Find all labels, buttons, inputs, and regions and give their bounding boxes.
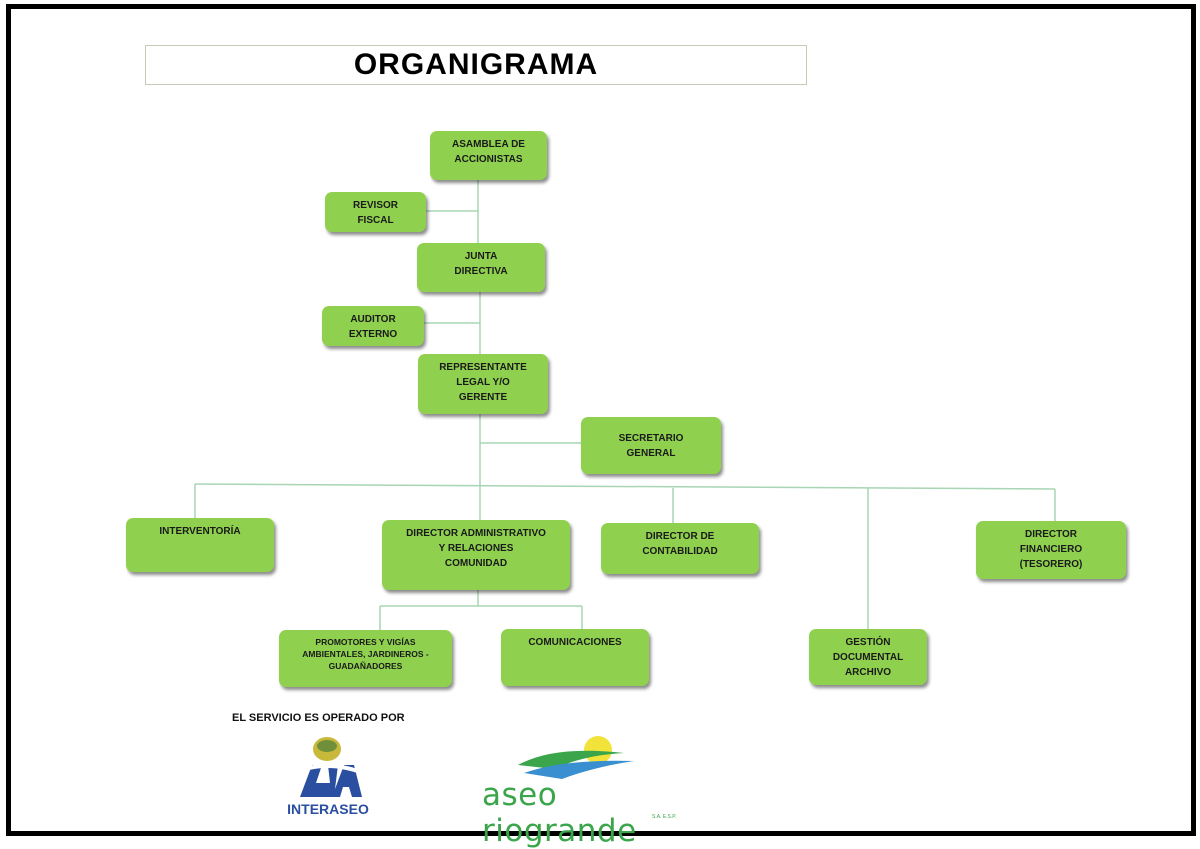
interaseo-emblem-icon [287, 737, 369, 797]
node-gestion-documental: GESTIÓN DOCUMENTAL ARCHIVO [809, 629, 927, 685]
node-secretario-general: SECRETARIO GENERAL [581, 417, 721, 474]
page-title: ORGANIGRAMA [353, 48, 599, 81]
riogrande-logo-subtext: S.A. E.S.P. [652, 814, 677, 820]
node-junta-directiva: JUNTA DIRECTIVA [417, 243, 545, 292]
interaseo-logo: INTERASEO [270, 735, 386, 820]
interaseo-logo-text: INTERASEO [287, 801, 369, 817]
riogrande-emblem-icon [518, 736, 634, 779]
node-director-financiero: DIRECTOR FINANCIERO (TESORERO) [976, 521, 1126, 579]
connector-horizontal-bus [194, 483, 1056, 490]
node-director-contabilidad: DIRECTOR DE CONTABILIDAD [601, 523, 759, 574]
aseo-riogrande-logo: aseo riogrande S.A. E.S.P. [474, 735, 684, 849]
node-director-administrativo: DIRECTOR ADMINISTRATIVO Y RELACIONES COM… [382, 520, 570, 590]
node-comunicaciones: COMUNICACIONES [501, 629, 649, 686]
riogrande-logo-text: aseo riogrande [482, 777, 637, 849]
title-box: ORGANIGRAMA [145, 45, 807, 85]
node-representante-legal: REPRESENTANTE LEGAL Y/O GERENTE [418, 354, 548, 414]
node-promotores: PROMOTORES Y VIGÍAS AMBIENTALES, JARDINE… [279, 630, 452, 687]
operated-by-text: EL SERVICIO ES OPERADO POR [232, 712, 405, 724]
node-asamblea: ASAMBLEA DE ACCIONISTAS [430, 131, 547, 180]
node-revisor-fiscal: REVISOR FISCAL [325, 192, 426, 232]
node-interventoria: INTERVENTORÍA [126, 518, 274, 572]
node-auditor-externo: AUDITOR EXTERNO [322, 306, 424, 346]
